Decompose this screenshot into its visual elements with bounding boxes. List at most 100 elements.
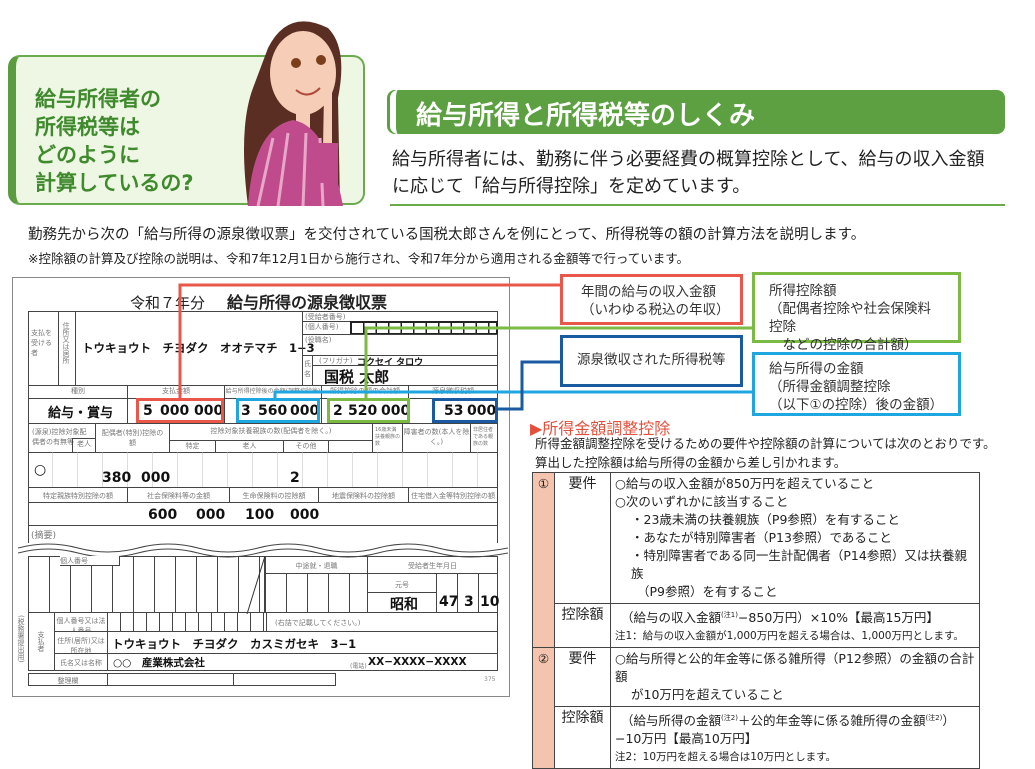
- spouse-deduction-units: 000: [141, 470, 171, 486]
- spouse-mark: ○: [34, 462, 47, 478]
- name-value: 国税 太郎: [324, 368, 390, 386]
- amount-label: 控除額: [554, 706, 611, 769]
- adjustment-table: ① 要件 ○給与の収入金額が850万円を超えていること ○次のいずれかに該当する…: [532, 471, 980, 769]
- diagonal-slash: [246, 556, 266, 614]
- requirement-label: 要件: [554, 472, 611, 604]
- lead-text: 給与所得者には、勤務に伴う必要経費の概算控除として、給与の収入金額 に応じて「給…: [392, 146, 1007, 200]
- legend-text: （所得金額調整控除: [769, 379, 891, 395]
- req-line: が10万円を超えていること: [631, 687, 784, 703]
- amount-formula: （給与の収入金額: [621, 610, 722, 626]
- divider: [390, 204, 1005, 206]
- callout-line: どのように: [35, 143, 140, 167]
- callout-line: 所得税等は: [35, 115, 140, 139]
- woman-illustration: [244, 21, 343, 206]
- social-thousands: 600: [148, 507, 178, 523]
- amount-text: （給与所得の金額(注2)＋公的年金等に係る雑所得の金額(注2)） −10万円【最…: [610, 706, 980, 769]
- slip-year: 令和７年分: [130, 294, 206, 312]
- desc-line: 算出した控除額は給与所得の金額から差し引かれます。: [535, 455, 847, 470]
- office-cell: [233, 673, 336, 686]
- req-line: ・特別障害者である同一生計配偶者（P14参照）又は扶養親族: [631, 548, 967, 581]
- birth-year: 47: [439, 594, 459, 610]
- note-text: ※控除額の計算及び控除の説明は、令和7年12月1日から施行され、令和7年分から適…: [28, 251, 689, 266]
- tax-highlight: [432, 398, 498, 423]
- mid-year-grid: [265, 573, 368, 613]
- legend-salary-income: 給与所得の金額 （所得金額調整控除 （以下①の控除）後の金額）: [752, 352, 961, 416]
- spouse-deduction-thousands: 380: [102, 470, 132, 486]
- legend-text: 所得控除額: [769, 283, 837, 299]
- after-millions: 3: [241, 403, 251, 419]
- address-value: トウキョウト チヨダク オオテマチ 1−3: [82, 341, 315, 355]
- era-value: 昭和: [390, 597, 418, 613]
- req-line: ○給与所得と公的年金等に係る雑所得（P12参照）の金額の合計額: [615, 651, 975, 685]
- birth-month: 3: [464, 594, 474, 610]
- after-highlight: [236, 398, 320, 423]
- type-value: 給与・賞与: [48, 406, 114, 421]
- pay-thousands: 000: [160, 403, 190, 419]
- legend-text: （以下①の控除）後の金額）: [769, 397, 944, 413]
- payer-name: ○○ 産業株式会社: [113, 657, 205, 669]
- connector-lines: [178, 283, 752, 411]
- legend-text: （いわゆる税込の年収）: [581, 302, 730, 318]
- legend-text: 給与所得の金額: [769, 361, 864, 377]
- legend-text: （配偶者控除や社会保険料控除: [769, 301, 931, 335]
- deduct-millions: 2: [333, 403, 343, 419]
- footnote-ref: (注2): [925, 714, 943, 723]
- requirement-text: ○給与の収入金額が850万円を超えていること ○次のいずれかに該当すること ・2…: [610, 472, 980, 604]
- intro-text: 勤務先から次の「給与所得の源泉徴収票」を交付されている国税太郎さんを例にとって、…: [28, 227, 866, 243]
- deduct-highlight: [327, 398, 410, 423]
- legend-withheld-tax: 源泉徴収された所得税等: [560, 335, 743, 387]
- table-row: 控除額 （給与の収入金額(注1)−850万円）×10%【最高15万円】 注1：給…: [533, 602, 980, 649]
- callout-text: 給与所得者の 所得税等は どのように 計算しているの?: [35, 85, 194, 197]
- amount-formula: −10万円【最高10万円】: [615, 731, 758, 747]
- pay-units: 000: [194, 403, 224, 419]
- section-title: 給与所得と所得税等のしくみ: [416, 101, 756, 131]
- grid-lines: [28, 452, 498, 488]
- slip-title-text: 給与所得の源泉徴収票: [227, 293, 388, 312]
- side-label: (税務署提出用): [17, 615, 25, 663]
- phone-value: XX−XXXX−XXXX: [368, 656, 467, 668]
- life-units: 000: [290, 507, 320, 523]
- personal-no-short-label: 個人番号: [60, 556, 120, 566]
- amount-label: 控除額: [554, 602, 611, 649]
- lead-line: に応じて「給与所得控除」を定めています。: [392, 176, 751, 197]
- lead-line: 給与所得者には、勤務に伴う必要経費の概算控除として、給与の収入金額: [392, 149, 985, 170]
- life-thousands: 100: [245, 507, 275, 523]
- amount-note: 注1：給与の収入金額が1,000万円を超える場合は、1,000万円とします。: [615, 630, 964, 643]
- table-row: ① 要件 ○給与の収入金額が850万円を超えていること ○次のいずれかに該当する…: [532, 471, 980, 649]
- adjustment-title: ▶所得金額調整控除: [530, 419, 671, 438]
- footnote-ref: (注1): [721, 611, 738, 619]
- req-line: （P9参照）を有すること: [637, 584, 778, 599]
- form-number: 375: [484, 676, 496, 683]
- tax-thousands: 53: [444, 403, 464, 419]
- legend-income-deductions: 所得控除額 （配偶者控除や社会保険料控除 などの控除の合計額）: [752, 272, 961, 353]
- callout-line: 計算しているの?: [35, 171, 194, 195]
- legend-gross-pay: 年間の給与の収入金額（いわゆる税込の年収）: [560, 274, 743, 325]
- amount-formula: （給与所得の金額: [621, 713, 722, 729]
- table-row: ② 要件 ○給与所得と公的年金等に係る雑所得（P12参照）の金額の合計額 が10…: [532, 647, 980, 769]
- desc-line: 所得金額調整控除を受けるための要件や控除額の計算については次のとおりです。: [535, 436, 996, 451]
- legend-text: などの控除の合計額）: [769, 337, 918, 353]
- footnote-ref: (注2): [721, 714, 738, 723]
- row-number: ①: [532, 471, 555, 649]
- requirement-label: 要件: [554, 647, 611, 708]
- payer-name-cell: [107, 653, 498, 671]
- amount-text: （給与の収入金額(注1)−850万円）×10%【最高15万円】 注1：給与の収入…: [610, 602, 980, 649]
- table-row: 控除額 （給与所得の金額(注2)＋公的年金等に係る雑所得の金額(注2)） −10…: [533, 706, 980, 769]
- requirement-text: ○給与所得と公的年金等に係る雑所得（P12参照）の金額の合計額 が10万円を超え…: [610, 647, 980, 708]
- pay-millions: 5: [143, 403, 153, 419]
- adjustment-desc: 所得金額調整控除を受けるための要件や控除額の計算については次のとおりです。 算出…: [535, 434, 996, 472]
- deduct-units: 000: [381, 403, 411, 419]
- birth-day: 10: [480, 594, 500, 610]
- callout-line: 給与所得者の: [35, 87, 161, 111]
- amount-note: 注2：10万円を超える場合は10万円とします。: [615, 751, 837, 764]
- payer-address: トウキョウト チヨダク カスミガセキ 3−1: [112, 637, 357, 651]
- pay-highlight: [136, 398, 224, 423]
- after-units: 000: [290, 403, 320, 419]
- req-line: ・23歳未満の扶養親族（P9参照）を有すること: [631, 512, 900, 527]
- req-line: ・あなたが特別障害者（P13参照）であること: [631, 530, 892, 545]
- deduct-thousands: 520: [348, 403, 378, 419]
- tax-units: 000: [467, 403, 497, 419]
- req-line: ○次のいずれかに該当すること: [615, 494, 789, 509]
- after-thousands: 560: [258, 403, 288, 419]
- amount-formula: −850万円）×10%【最高15万円】: [737, 610, 939, 626]
